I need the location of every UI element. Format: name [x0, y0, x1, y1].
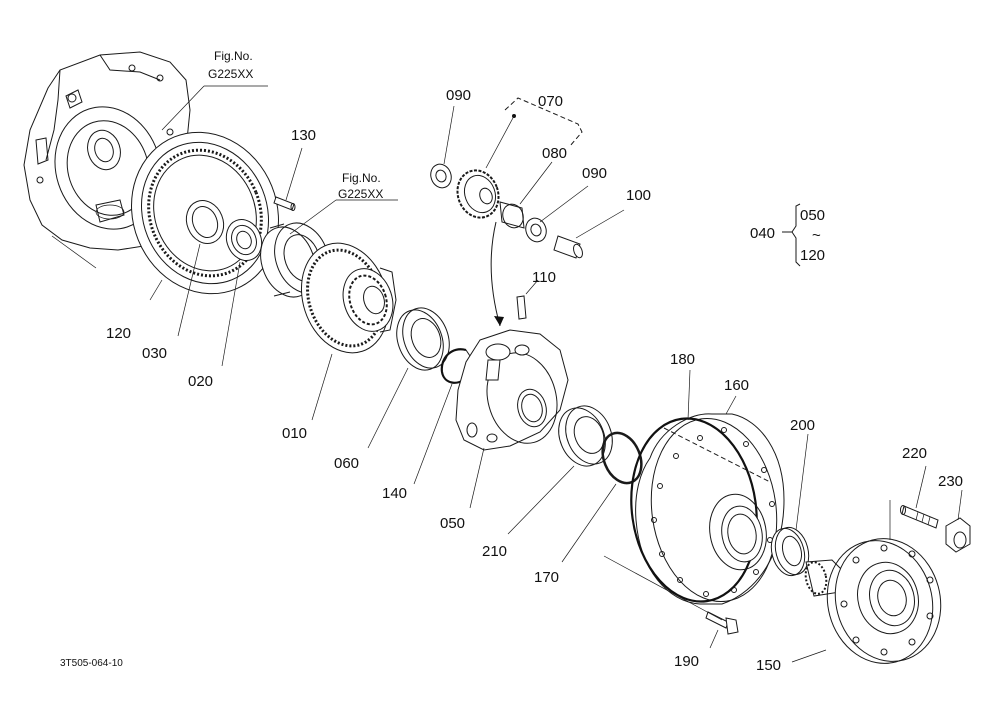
part-label-170: 170: [534, 569, 559, 586]
part-label-090-top: 090: [446, 87, 471, 104]
gear-010: [300, 242, 397, 354]
range-from-label: 050: [800, 207, 825, 224]
snap-ring-140: [440, 348, 471, 384]
part-label-030: 030: [142, 345, 167, 362]
bearing-020: [225, 219, 263, 261]
planet-assembly-070: [430, 163, 583, 259]
bracket-070: [504, 97, 583, 147]
range-to-label: 120: [800, 247, 825, 264]
bolt-190: [705, 611, 739, 635]
drawing-code: 3T505-064-10: [60, 658, 123, 669]
part-label-110: 110: [532, 269, 556, 286]
part-label-130: 130: [291, 127, 316, 144]
hub-flange-150: [804, 538, 942, 664]
part-label-200: 200: [790, 417, 815, 434]
fig-ref-top-line1: Fig.No.: [214, 49, 253, 63]
nut-230: [945, 517, 971, 553]
seal-030: [185, 200, 225, 244]
part-label-050: 050: [440, 515, 465, 532]
range-tilde: ~: [812, 227, 821, 244]
fig-ref-middle-line1: Fig.No.: [342, 171, 381, 185]
pin-130: [273, 196, 296, 211]
bearing-060: [396, 307, 450, 371]
part-label-080: 080: [542, 145, 567, 162]
carrier-050: [455, 329, 569, 451]
pin-110: [516, 295, 527, 320]
transmission-housing: [23, 51, 191, 269]
leader-lines: [149, 85, 963, 663]
part-label-210: 210: [482, 543, 507, 560]
hub-housing-160: [630, 413, 785, 605]
part-label-230: 230: [938, 473, 963, 490]
part-label-220: 220: [902, 445, 927, 462]
part-label-160: 160: [724, 377, 749, 394]
part-label-010: 010: [282, 425, 307, 442]
part-label-140: 140: [382, 485, 407, 502]
fig-ref-middle-line2: G225XX: [338, 187, 383, 201]
part-label-180: 180: [670, 351, 695, 368]
part-label-150: 150: [756, 657, 781, 674]
part-label-020: 020: [188, 373, 213, 390]
part-label-070: 070: [538, 93, 563, 110]
seal-200: [770, 526, 810, 577]
part-label-040: 040: [750, 225, 775, 242]
part-label-100: 100: [626, 187, 651, 204]
part-label-060: 060: [334, 455, 359, 472]
stud-bolt-220: [900, 505, 939, 529]
part-label-090-right: 090: [582, 165, 607, 182]
fig-ref-top-line2: G225XX: [208, 67, 253, 81]
part-label-190: 190: [674, 653, 699, 670]
bearing-210: [558, 405, 613, 467]
range-bracket: [782, 203, 801, 267]
part-label-120: 120: [106, 325, 131, 342]
